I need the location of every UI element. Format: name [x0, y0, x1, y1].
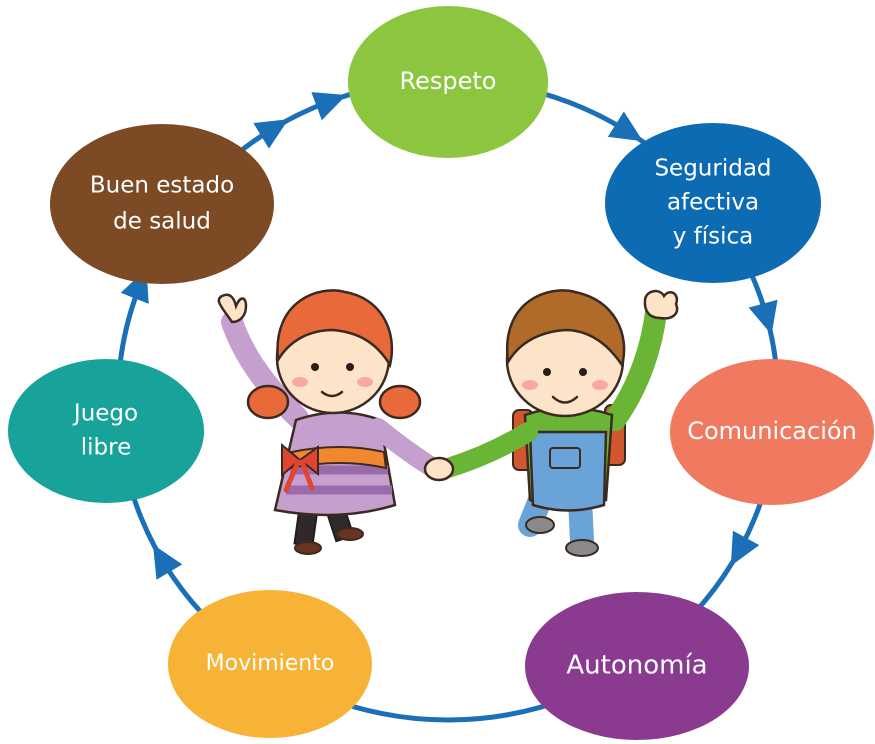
children-illustration	[217, 289, 679, 557]
node-label-autonomia: Autonomía	[566, 651, 707, 681]
node-blob-autonomia	[525, 592, 749, 740]
node-blob-seguridad	[605, 123, 821, 283]
node-label-seguridad: y física	[673, 224, 754, 250]
node-blob-juego	[8, 359, 204, 503]
node-autonomia: Autonomía	[525, 592, 749, 740]
node-label-salud: de salud	[113, 209, 211, 235]
node-label-seguridad: Seguridad	[654, 156, 771, 182]
node-label-comunicacion: Comunicación	[687, 417, 857, 445]
cycle-arrows	[120, 92, 778, 580]
node-blob-movimiento	[168, 590, 372, 738]
node-movimiento: Movimiento	[168, 590, 372, 738]
cycle-arrow-icon	[311, 92, 347, 121]
node-blob-respeto	[348, 6, 548, 158]
node-comunicacion: Comunicación	[670, 359, 874, 505]
cycle-arrow-icon	[152, 544, 183, 580]
node-blob-salud	[50, 124, 274, 284]
node-seguridad: Seguridad afectiva y física	[605, 123, 821, 283]
node-label-respeto: Respeto	[400, 67, 497, 95]
node-label-seguridad: afectiva	[667, 190, 759, 216]
node-label-movimiento: Movimiento	[206, 651, 335, 676]
node-salud: Buen estado de salud	[50, 124, 274, 284]
node-label-juego: Juego	[72, 401, 138, 427]
node-respeto: Respeto	[348, 6, 548, 158]
node-juego: Juego libre	[8, 359, 204, 503]
node-blob-comunicacion	[670, 359, 874, 505]
cycle-arrow-icon	[253, 119, 289, 149]
girl-figure	[217, 289, 440, 555]
node-label-salud: Buen estado	[90, 173, 234, 199]
node-label-juego: libre	[81, 435, 131, 461]
cycle-arrow-icon	[730, 530, 760, 566]
cycle-arrow-icon	[748, 299, 778, 335]
cycle-arrow-icon	[607, 111, 643, 142]
boy-figure	[423, 289, 679, 557]
